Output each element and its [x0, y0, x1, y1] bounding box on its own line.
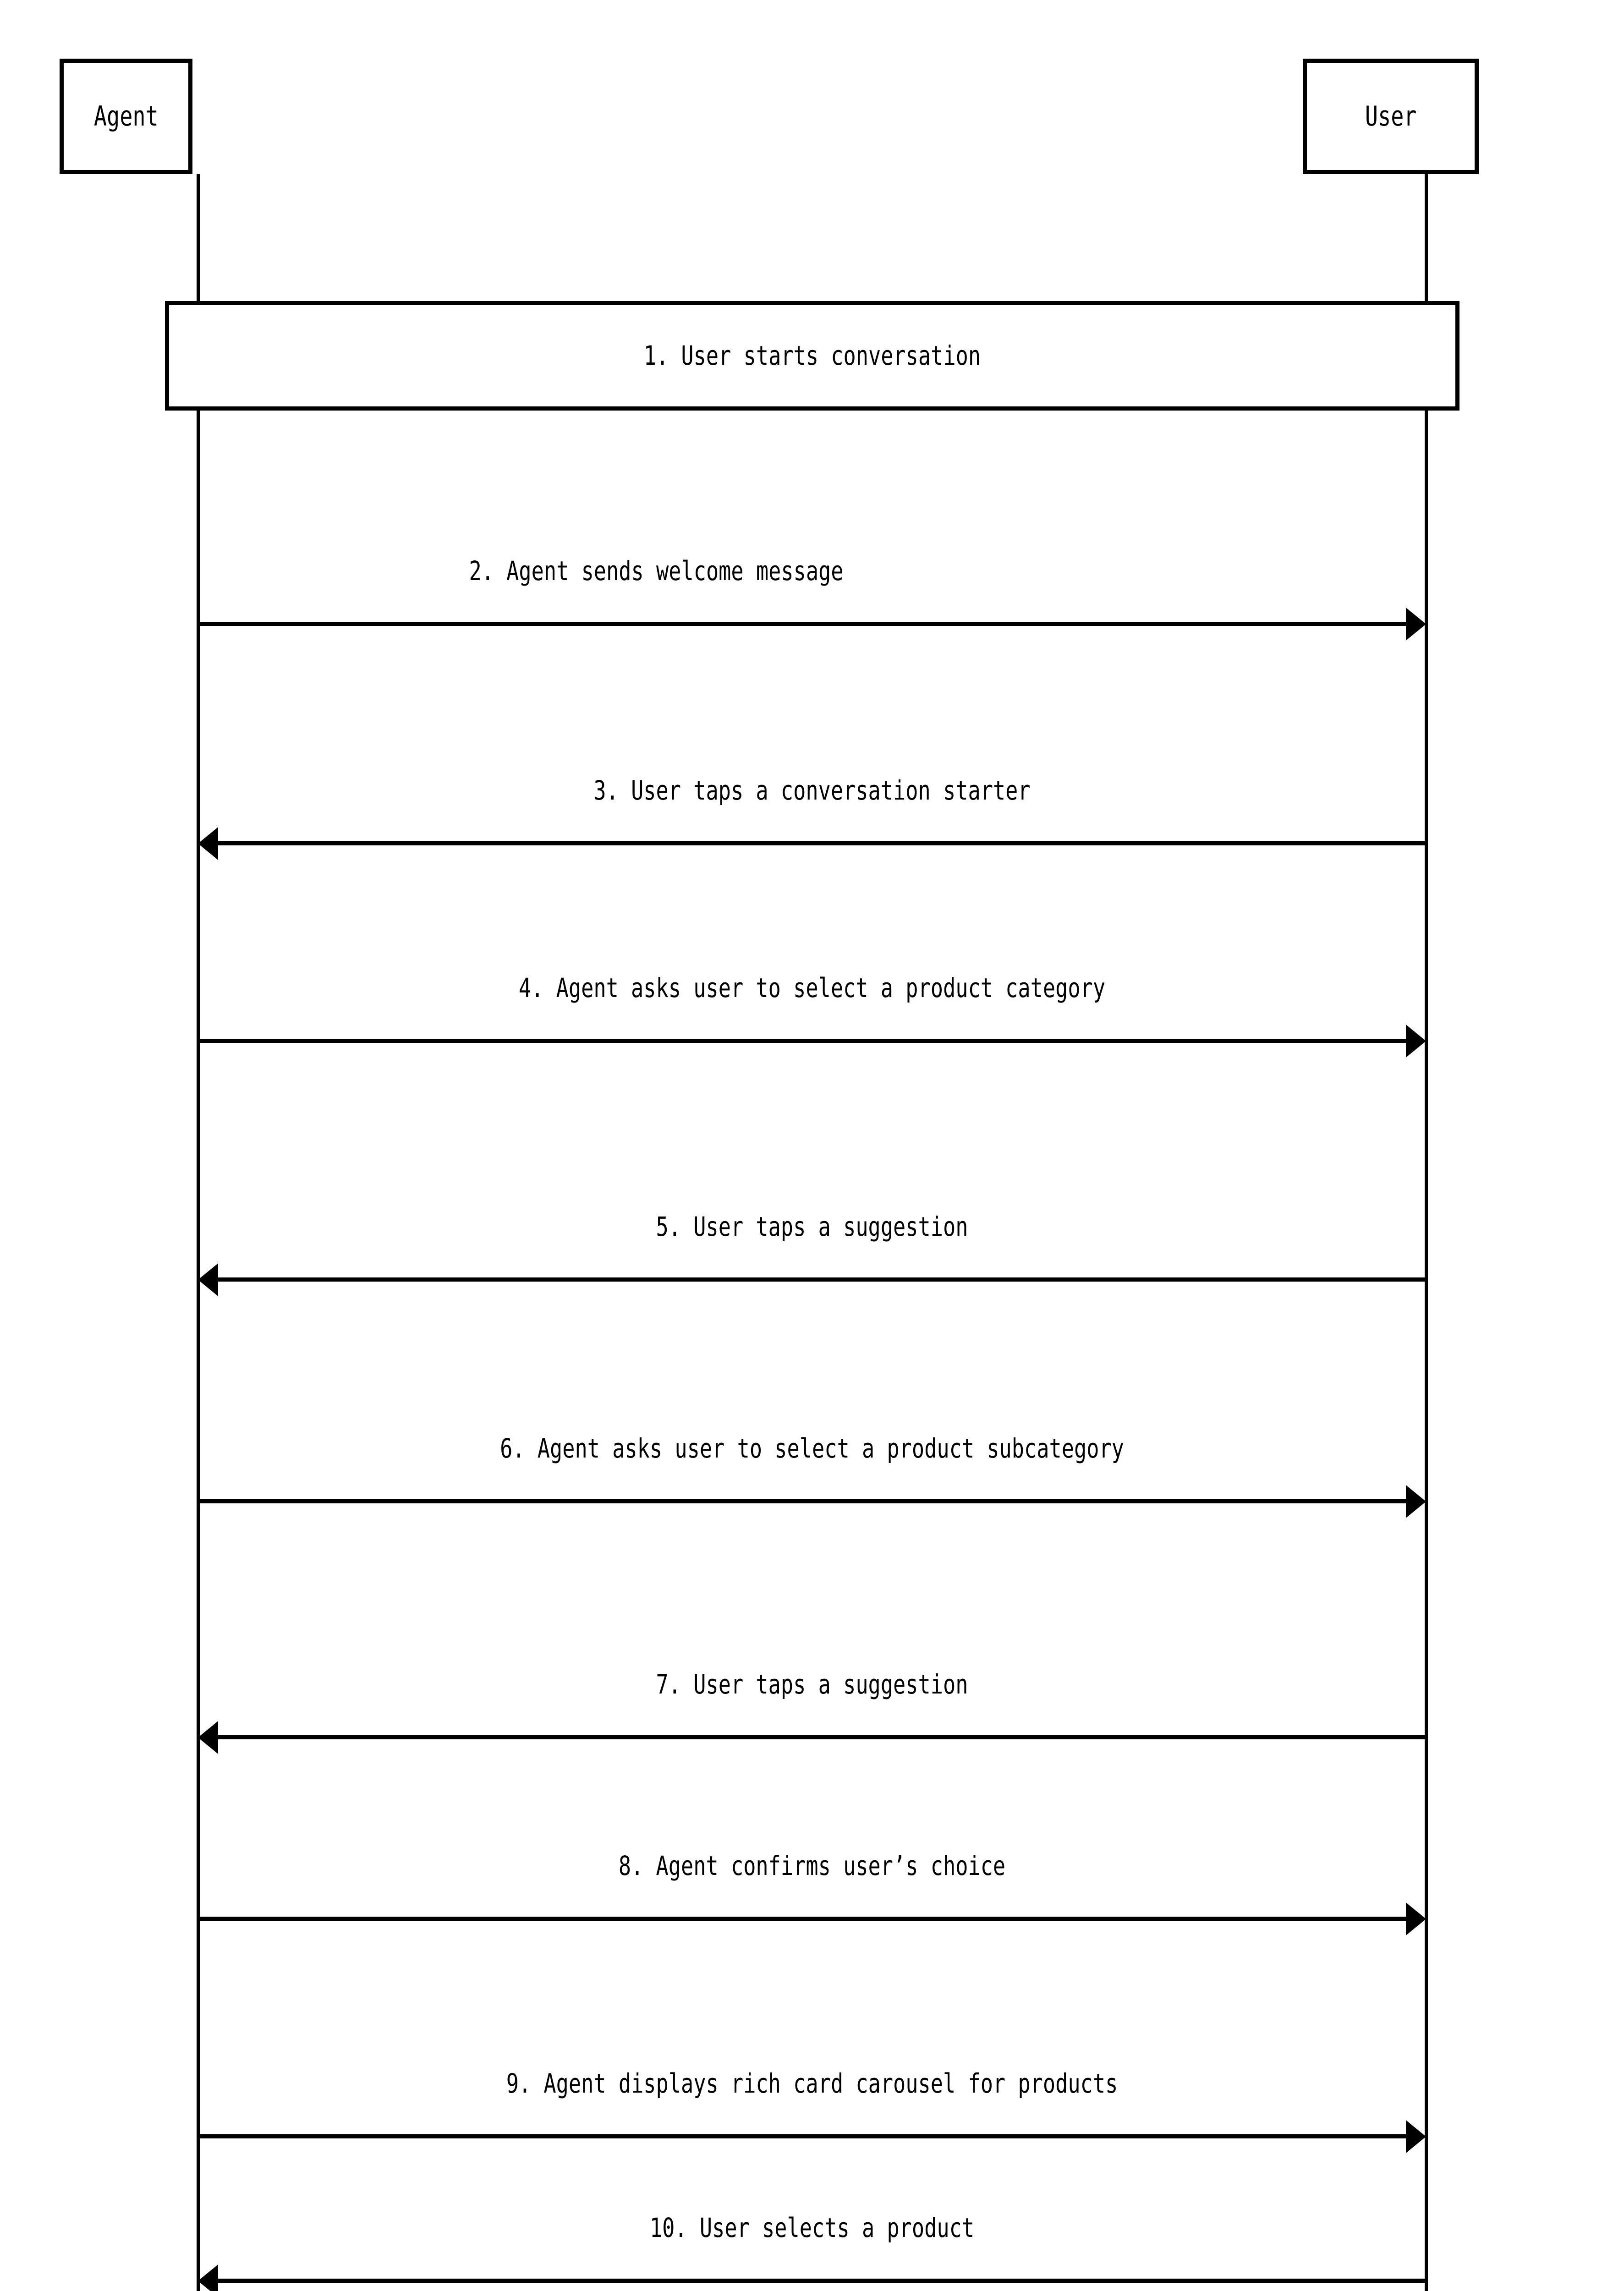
- message-4-line: [198, 1039, 1407, 1043]
- message-5-label: 5. User taps a suggestion: [656, 1211, 968, 1242]
- message-6-label: 6. Agent asks user to select a product s…: [500, 1433, 1124, 1464]
- participant-label-agent-top: Agent: [93, 100, 159, 132]
- message-3-label: 3. User taps a conversation starter: [593, 775, 1031, 806]
- message-9-line: [198, 2134, 1407, 2138]
- participant-label-user-top: User: [1365, 100, 1417, 132]
- participant-box-agent-top[interactable]: Agent: [60, 59, 192, 174]
- message-4-label: 4. Agent asks user to select a product c…: [518, 972, 1106, 1003]
- message-10-arrowhead-icon: [198, 2264, 218, 2291]
- message-6-line: [198, 1499, 1407, 1503]
- message-8-line: [198, 1917, 1407, 1921]
- lifeline-user: [1425, 174, 1428, 2291]
- message-9-label: 9. Agent displays rich card carousel for…: [506, 2068, 1118, 2099]
- message-2-line: [198, 622, 1407, 626]
- note-box-step-1[interactable]: 1. User starts conversation: [165, 301, 1459, 411]
- message-3-line: [218, 841, 1426, 845]
- message-2-label: 2. Agent sends welcome message: [469, 555, 844, 586]
- message-7-line: [218, 1735, 1426, 1739]
- message-7-label: 7. User taps a suggestion: [656, 1669, 968, 1700]
- message-4-arrowhead-icon: [1406, 1025, 1426, 1058]
- participant-box-user-top[interactable]: User: [1303, 59, 1479, 174]
- message-2-arrowhead-icon: [1406, 608, 1426, 641]
- message-5-arrowhead-icon: [198, 1263, 218, 1296]
- message-9-arrowhead-icon: [1406, 2120, 1426, 2153]
- message-3-arrowhead-icon: [198, 827, 218, 860]
- note-text-step-1: 1. User starts conversation: [643, 340, 981, 372]
- message-7-arrowhead-icon: [198, 1721, 218, 1754]
- message-10-label: 10. User selects a product: [649, 2212, 975, 2243]
- message-6-arrowhead-icon: [1406, 1485, 1426, 1518]
- message-8-arrowhead-icon: [1406, 1902, 1426, 1935]
- message-5-line: [218, 1277, 1426, 1282]
- message-8-label: 8. Agent confirms user’s choice: [618, 1850, 1006, 1881]
- lifeline-agent: [197, 174, 200, 2291]
- message-10-line: [218, 2279, 1426, 2283]
